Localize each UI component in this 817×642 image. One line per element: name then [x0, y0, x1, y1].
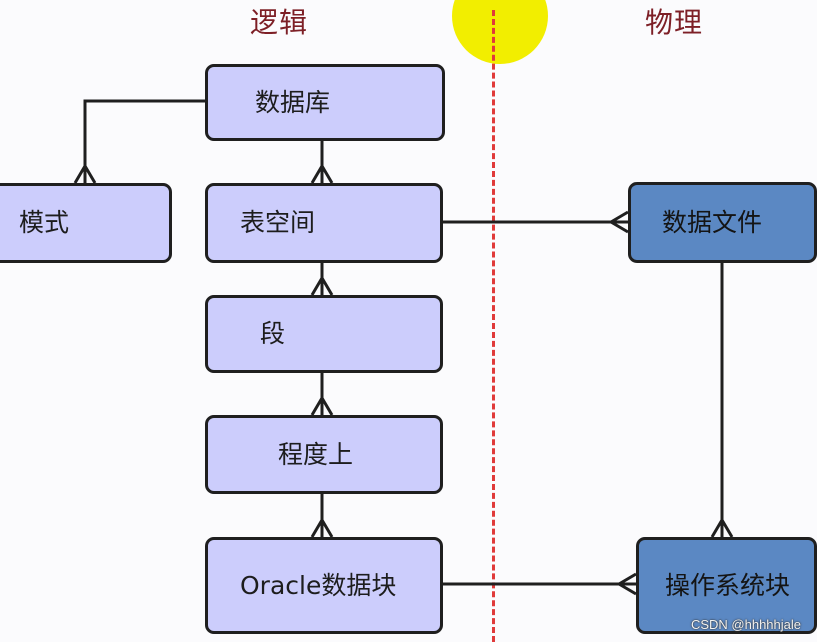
node-extent[interactable]: 程度上 [205, 415, 443, 494]
node-schema-label: 模式 [19, 208, 70, 237]
logical-header: 逻辑 [250, 6, 309, 39]
crowfoot-oracleblock [310, 519, 334, 538]
node-oracle-block[interactable]: Oracle数据块 [205, 537, 443, 634]
node-database-label: 数据库 [255, 87, 331, 117]
node-extent-label: 程度上 [278, 439, 354, 469]
node-tablespace[interactable]: 表空间 [205, 183, 443, 263]
physical-header: 物理 [645, 6, 704, 39]
node-database[interactable]: 数据库 [205, 64, 445, 141]
link-database-schema [83, 99, 205, 183]
node-data-file[interactable]: 数据文件 [628, 182, 817, 263]
node-schema[interactable]: 模式 [0, 183, 172, 263]
node-data-file-label: 数据文件 [662, 207, 763, 237]
crowfoot-extent [310, 397, 334, 416]
crowfoot-tablespace [310, 165, 334, 184]
node-segment[interactable]: 段 [205, 295, 443, 373]
node-os-block[interactable]: 操作系统块 [636, 537, 817, 634]
crowfoot-osblock [710, 519, 734, 538]
node-oracle-block-label: Oracle数据块 [240, 570, 397, 600]
watermark: CSDN @hhhhhjale [690, 617, 801, 632]
node-os-block-label: 操作系统块 [665, 570, 791, 600]
crowfoot-segment [310, 277, 334, 296]
crowfoot-datafile [610, 210, 629, 234]
logical-physical-divider [492, 10, 495, 642]
node-tablespace-label: 表空间 [240, 208, 316, 237]
node-segment-label: 段 [260, 319, 286, 348]
crowfoot-schema [73, 165, 97, 184]
crowfoot-osblock-left [618, 572, 637, 596]
